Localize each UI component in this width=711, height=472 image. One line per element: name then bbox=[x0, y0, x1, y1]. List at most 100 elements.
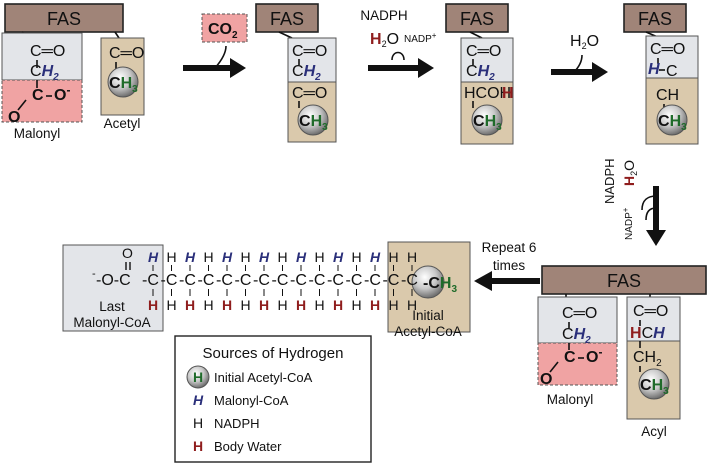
chain-carbon: -C bbox=[309, 272, 326, 289]
chain-carbon: -C bbox=[272, 272, 289, 289]
chain-hydrogen-top: H bbox=[315, 249, 325, 265]
chain-carbon: -C bbox=[179, 272, 196, 289]
chain-carbon: -C bbox=[383, 272, 400, 289]
chain-hydrogen-top: H bbox=[370, 249, 381, 265]
legend-label: Malonyl-CoA bbox=[214, 393, 289, 408]
chain-carbonyl-o: O bbox=[122, 245, 133, 261]
legend-label: NADPH bbox=[214, 416, 260, 431]
svg-text:O-: O- bbox=[54, 83, 70, 104]
legend-title: Sources of Hydrogen bbox=[203, 345, 344, 362]
chain-carbon: -C bbox=[161, 272, 178, 289]
svg-text:C: C bbox=[32, 87, 44, 104]
svg-text:HCOH: HCOH bbox=[464, 85, 511, 102]
chain-hydrogen-bottom: H bbox=[296, 297, 306, 313]
svg-text:Initial: Initial bbox=[412, 308, 444, 323]
svg-text:H: H bbox=[648, 61, 660, 78]
chain-carbon: -C bbox=[327, 272, 344, 289]
svg-text:Repeat 6: Repeat 6 bbox=[482, 240, 537, 255]
svg-text:times: times bbox=[493, 258, 526, 273]
chain-carbon: -C bbox=[216, 272, 233, 289]
svg-text:CH2: CH2 bbox=[633, 349, 662, 369]
svg-text:CH3: CH3 bbox=[473, 113, 502, 133]
svg-text:C: C bbox=[666, 63, 678, 80]
chain-carbon: -C bbox=[142, 272, 159, 289]
svg-text:H2O: H2O bbox=[621, 160, 639, 186]
svg-text:C═O: C═O bbox=[633, 303, 668, 320]
svg-text:CH3: CH3 bbox=[109, 75, 138, 95]
chain-hydrogen-bottom: H bbox=[148, 297, 158, 313]
svg-text:CH2: CH2 bbox=[292, 63, 321, 83]
malonyl-carboxyl-box bbox=[1, 79, 83, 123]
chain-hydrogen-bottom: H bbox=[278, 297, 288, 313]
svg-text:H: H bbox=[407, 297, 417, 313]
chain-hydrogen-top: H bbox=[241, 249, 251, 265]
svg-text:O: O bbox=[8, 109, 20, 126]
svg-text:CH3: CH3 bbox=[658, 113, 687, 133]
svg-text:Last: Last bbox=[99, 299, 125, 314]
chain-hydrogen-top: H bbox=[333, 249, 344, 265]
svg-text:O: O bbox=[540, 371, 552, 388]
svg-text:CH2: CH2 bbox=[466, 63, 495, 83]
svg-text:NADPH: NADPH bbox=[360, 8, 407, 23]
chain-hydrogen-top: H bbox=[185, 249, 196, 265]
svg-text:C═O: C═O bbox=[292, 85, 327, 102]
chain-carbon: -C bbox=[346, 272, 363, 289]
svg-text:CH3: CH3 bbox=[640, 377, 669, 397]
svg-text:CH3: CH3 bbox=[299, 113, 328, 133]
last-malonyl-coa-box bbox=[62, 244, 164, 332]
step1-fas: FAS bbox=[4, 3, 124, 33]
svg-text:Malonyl-CoA: Malonyl-CoA bbox=[73, 315, 150, 330]
svg-text:H2O: H2O bbox=[570, 33, 599, 51]
acetyl-label: Acetyl bbox=[104, 116, 141, 131]
svg-text:FAS: FAS bbox=[460, 9, 494, 29]
svg-text:-: - bbox=[92, 268, 96, 280]
chain-hydrogen-bottom: H bbox=[315, 297, 325, 313]
chain-terminal-carbon: -C bbox=[401, 272, 418, 289]
chain-hydrogen-bottom: H bbox=[370, 297, 380, 313]
svg-text:NADP+: NADP+ bbox=[404, 31, 437, 45]
legend-symbol: H bbox=[193, 392, 204, 408]
chain-hydrogen-bottom: H bbox=[241, 297, 251, 313]
malonyl-coa-box bbox=[1, 32, 83, 81]
chain-hydrogen-bottom: H bbox=[389, 297, 399, 313]
chain-hydrogen-top: H bbox=[148, 249, 159, 265]
chain-methyl: -CH3 bbox=[423, 275, 457, 295]
svg-text:Acyl: Acyl bbox=[641, 424, 667, 439]
chain-hydrogen-bottom: H bbox=[167, 297, 177, 313]
step3-fas: FAS bbox=[445, 3, 509, 33]
chain-hydrogen-top: H bbox=[278, 249, 288, 265]
svg-text:CH: CH bbox=[656, 87, 679, 104]
chain-carbon: -C bbox=[198, 272, 215, 289]
chain-hydrogen-top: H bbox=[167, 249, 177, 265]
chain-hydrogen-bottom: H bbox=[259, 297, 269, 313]
chain-hydrogen-top: H bbox=[259, 249, 270, 265]
svg-text:NADPH: NADPH bbox=[602, 158, 617, 204]
svg-text:O-: O- bbox=[586, 345, 602, 366]
svg-text:CO2: CO2 bbox=[208, 21, 238, 41]
svg-text:C═O: C═O bbox=[466, 43, 501, 60]
chain-hydrogen-top: H bbox=[204, 249, 214, 265]
step4-fas: FAS bbox=[623, 3, 687, 33]
svg-text:H2O: H2O bbox=[370, 31, 399, 49]
chain-hydrogen-bottom: H bbox=[185, 297, 195, 313]
chain-hydrogen-bottom: H bbox=[222, 297, 232, 313]
svg-text:H: H bbox=[502, 85, 514, 102]
svg-text:C═O: C═O bbox=[562, 305, 597, 322]
svg-text:Malonyl: Malonyl bbox=[547, 392, 594, 407]
chain-hydrogen-bottom: H bbox=[333, 297, 343, 313]
legend-symbol: H bbox=[193, 415, 203, 431]
legend-label: Body Water bbox=[214, 439, 282, 454]
svg-text:FAS: FAS bbox=[607, 271, 641, 291]
chain-carbon: -C bbox=[235, 272, 252, 289]
legend-symbol: H bbox=[193, 438, 203, 454]
step5-fas: FAS bbox=[541, 265, 707, 295]
chain-carbon: -C bbox=[290, 272, 307, 289]
svg-text:CH2: CH2 bbox=[30, 63, 59, 83]
svg-text:C: C bbox=[564, 349, 576, 366]
chain-hydrogen-top: H bbox=[352, 249, 362, 265]
chain-carboxyl: -O-C bbox=[96, 272, 131, 289]
svg-text:FAS: FAS bbox=[47, 9, 81, 29]
co2-box bbox=[201, 13, 248, 43]
